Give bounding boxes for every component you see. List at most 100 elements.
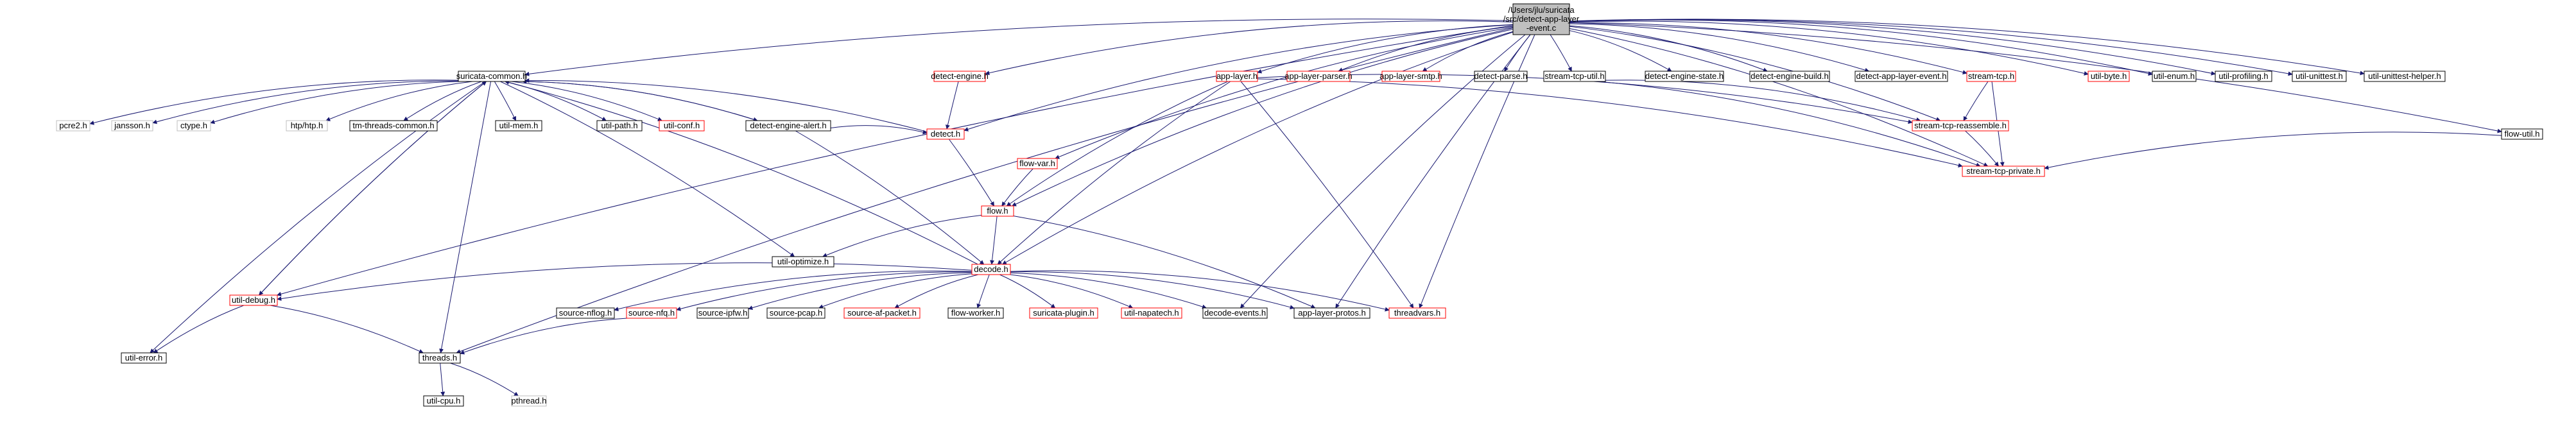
node-util-napatech[interactable]: util-napatech.h: [1121, 307, 1182, 319]
node-app-layer[interactable]: app-layer.h: [1216, 71, 1258, 82]
edge-suricata_common-to-util_path: [505, 81, 607, 121]
node-box: [1029, 307, 1098, 319]
node-app-layer-smtp[interactable]: app-layer-smtp.h: [1379, 71, 1442, 82]
node-label: util-optimize.h: [777, 257, 829, 266]
edge-flow_h-to-util_optimize: [822, 215, 982, 257]
edge-root-to-app_layer: [1257, 24, 1514, 74]
node-stream-tcp-private[interactable]: stream-tcp-private.h: [1962, 166, 2045, 177]
node-util-path[interactable]: util-path.h: [596, 120, 643, 132]
edge-root-to-threadvars: [1419, 34, 1535, 309]
edge-suricata_common-to-pcre2: [89, 80, 459, 125]
edge-source_nfq-to-threads_h: [460, 318, 628, 355]
edge-decode_h-to-flow_worker: [976, 274, 990, 309]
node-box: [1966, 71, 2016, 82]
node-label: util-mem.h: [499, 121, 539, 130]
node-label: pcre2.h: [59, 121, 87, 130]
node-box: [981, 205, 1014, 217]
node-box: [1962, 166, 2045, 177]
node-app-layer-parser[interactable]: app-layer-parser.h: [1284, 71, 1353, 82]
node-ctype: ctype.h: [177, 120, 211, 132]
edge-flow_h-to-app_layer_protos: [1013, 216, 1316, 309]
edge-decode_h-to-util_debug: [277, 262, 972, 301]
node-util-error[interactable]: util-error.h: [121, 352, 167, 364]
node-source-ipfw[interactable]: source-ipfw.h: [696, 307, 749, 319]
node-flow-util[interactable]: flow-util.h: [2501, 128, 2543, 140]
node-source-pcap[interactable]: source-pcap.h: [766, 307, 826, 319]
node-util-optimize[interactable]: util-optimize.h: [772, 256, 834, 268]
node-pthread: pthread.h: [511, 395, 547, 407]
edge-root-to-stream_tcp: [1569, 22, 1967, 74]
node-box: [177, 120, 211, 132]
edge-suricata_common-to-tm_threads_common: [403, 81, 482, 121]
edge-suricata_common-to-util_mem: [494, 81, 517, 121]
edge-util_debug-to-suricata_common: [259, 81, 487, 296]
node-label: util-conf.h: [664, 121, 700, 130]
node-label: app-layer.h: [1216, 71, 1258, 81]
edge-app_layer-to-decode_h: [997, 81, 1231, 265]
node-suricata-plugin[interactable]: suricata-plugin.h: [1029, 307, 1098, 319]
edge-layer: [89, 19, 2502, 396]
node-util-profiling[interactable]: util-profiling.h: [2215, 71, 2272, 82]
node-box: [2501, 128, 2543, 140]
node-decode-h[interactable]: decode.h: [971, 264, 1011, 275]
node-box: [1121, 307, 1182, 319]
node-box: [1293, 307, 1370, 319]
node-detect-parse[interactable]: detect-parse.h: [1474, 71, 1528, 82]
node-label: app-layer-smtp.h: [1379, 71, 1442, 81]
node-label: util-path.h: [601, 121, 637, 130]
node-label: /Users/jlu/suricata/src/detect-app-layer…: [1503, 5, 1580, 33]
node-box: [56, 120, 91, 132]
node-root[interactable]: /Users/jlu/suricata/src/detect-app-layer…: [1503, 3, 1580, 35]
node-source-nfq[interactable]: source-nfq.h: [626, 307, 677, 319]
node-util-enum[interactable]: util-enum.h: [2152, 71, 2197, 82]
node-box: [843, 307, 921, 319]
node-util-mem[interactable]: util-mem.h: [495, 120, 542, 132]
edge-root-to-app_layer_protos: [1335, 34, 1531, 309]
node-flow-var[interactable]: flow-var.h: [1017, 158, 1058, 169]
node-label: detect-parse.h: [1474, 71, 1527, 81]
node-stream-tcp[interactable]: stream-tcp.h: [1966, 71, 2016, 82]
node-stream-tcp-reassemble[interactable]: stream-tcp-reassemble.h: [1912, 120, 2009, 132]
node-detect-engine-alert[interactable]: detect-engine-alert.h: [745, 120, 831, 132]
edge-decode_h-to-app_layer_protos: [1010, 271, 1295, 310]
node-util-debug[interactable]: util-debug.h: [229, 294, 278, 306]
node-detect-app-layer-event[interactable]: detect-app-layer-event.h: [1854, 71, 1948, 82]
node-util-unittest-helper[interactable]: util-unittest-helper.h: [2364, 71, 2446, 82]
node-detect-engine[interactable]: detect-engine.h: [931, 71, 989, 82]
node-source-nflog[interactable]: source-nflog.h: [556, 307, 615, 319]
node-threadvars[interactable]: threadvars.h: [1388, 307, 1446, 319]
edge-root-to-decode_h: [1001, 31, 1514, 265]
node-app-layer-protos[interactable]: app-layer-protos.h: [1293, 307, 1370, 319]
node-flow-worker[interactable]: flow-worker.h: [947, 307, 1004, 319]
edge-decode_h-to-source_pcap: [818, 273, 972, 309]
edge-decode_h-to-source_af_packet: [894, 274, 979, 309]
edge-decode_h-to-threadvars: [1010, 270, 1390, 312]
node-util-unittest[interactable]: util-unittest.h: [2292, 71, 2347, 82]
node-detect-h[interactable]: detect.h: [926, 128, 965, 140]
node-label: htp/htp.h: [291, 121, 324, 130]
node-label: threads.h: [422, 353, 457, 362]
node-util-cpu[interactable]: util-cpu.h: [423, 395, 464, 407]
edge-util_debug-to-util_error: [153, 305, 244, 354]
node-decode-events[interactable]: decode-events.h: [1202, 307, 1268, 319]
node-label: flow-worker.h: [951, 308, 1001, 318]
edge-root-to-app_layer_parser: [1338, 26, 1514, 72]
node-threads-h[interactable]: threads.h: [419, 352, 461, 364]
edge-detect_engine-to-detect_h: [946, 81, 959, 130]
node-suricata-common[interactable]: suricata-common.h: [456, 71, 528, 82]
node-box: [1017, 158, 1058, 169]
node-stream-tcp-util[interactable]: stream-tcp-util.h: [1543, 71, 1606, 82]
node-flow-h[interactable]: flow.h: [981, 205, 1014, 217]
node-box: [659, 120, 705, 132]
node-label: app-layer-protos.h: [1298, 308, 1366, 318]
node-label: decode.h: [974, 264, 1008, 274]
node-tm-threads-common[interactable]: tm-threads-common.h: [349, 120, 438, 132]
node-detect-engine-state[interactable]: detect-engine-state.h: [1645, 71, 1724, 82]
node-detect-engine-build[interactable]: detect-engine-build.h: [1749, 71, 1830, 82]
node-label: util-cpu.h: [427, 396, 461, 405]
node-util-byte[interactable]: util-byte.h: [2088, 71, 2130, 82]
node-source-af-packet[interactable]: source-af-packet.h: [843, 307, 921, 319]
node-util-conf[interactable]: util-conf.h: [659, 120, 705, 132]
node-label: stream-tcp-private.h: [1966, 166, 2041, 176]
